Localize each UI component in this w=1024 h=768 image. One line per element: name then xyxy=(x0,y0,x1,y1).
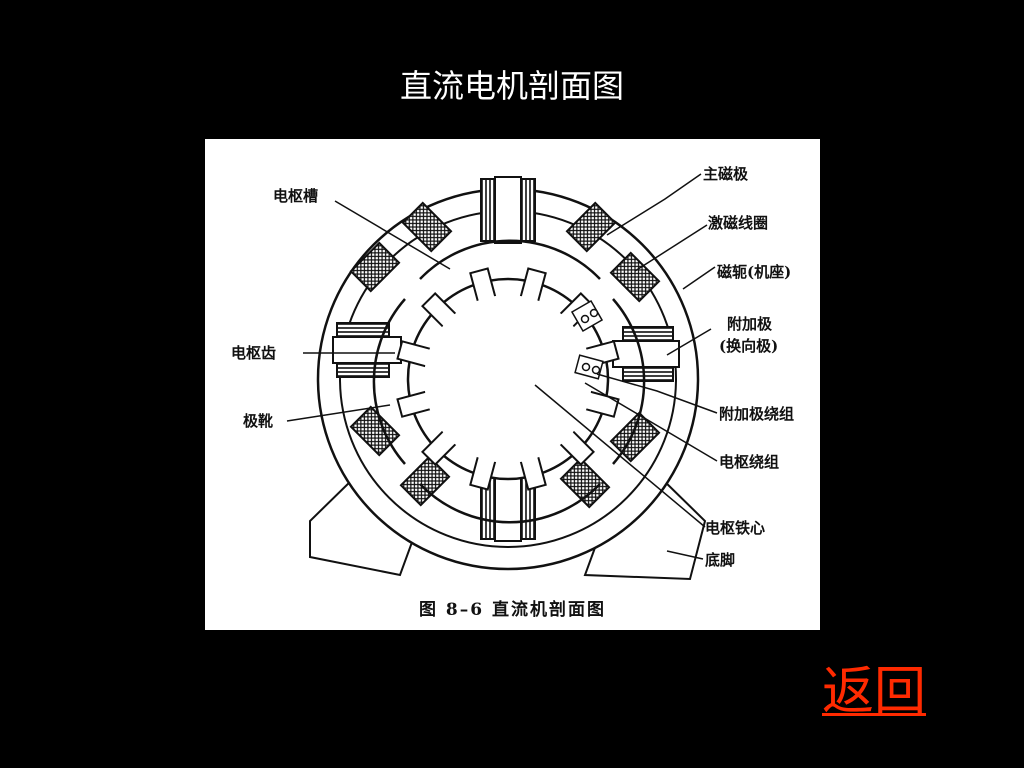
slide-title: 直流电机剖面图 xyxy=(399,67,624,105)
label-armature-core: 电枢铁心 xyxy=(705,519,766,537)
label-interpole-winding: 附加极绕组 xyxy=(719,405,795,423)
pole-shoes xyxy=(372,239,646,524)
label-armature-slot: 电枢槽 xyxy=(273,187,319,205)
motor-cross-section-figure: 电枢槽 电枢齿 极靴 主磁极 激磁线圈 磁轭(机座) 附加极 (换向极) 附加极… xyxy=(205,139,820,630)
motor-drawing xyxy=(286,173,718,581)
label-interpole-line1: 附加极 xyxy=(727,315,773,333)
label-pole-shoe: 极靴 xyxy=(243,412,274,430)
back-link[interactable]: 返回 xyxy=(822,662,927,722)
label-armature-winding: 电枢绕组 xyxy=(719,453,780,471)
label-yoke: 磁轭(机座) xyxy=(717,263,792,281)
interpole-markers xyxy=(570,299,604,380)
figure-caption: 图 8–6 直流机剖面图 xyxy=(419,600,606,620)
main-poles xyxy=(332,176,680,542)
label-interpole-line2: (换向极) xyxy=(719,337,779,355)
label-base: 底脚 xyxy=(705,551,736,569)
leader-lines xyxy=(286,173,718,560)
label-main-pole: 主磁极 xyxy=(703,165,749,183)
label-field-winding: 激磁线圈 xyxy=(708,214,769,232)
label-armature-tooth: 电枢齿 xyxy=(231,344,277,362)
interpole-coils xyxy=(349,201,661,509)
